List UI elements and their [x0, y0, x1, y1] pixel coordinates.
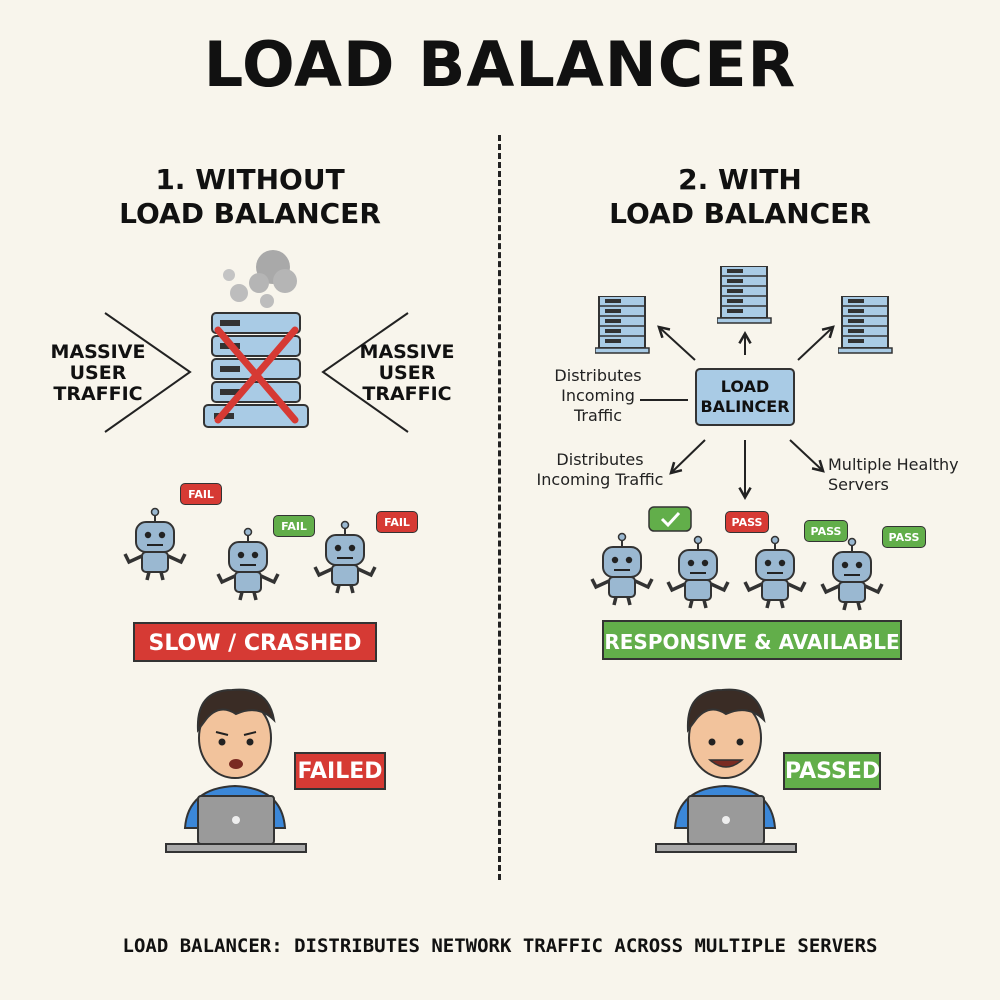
passing-robots: [590, 531, 884, 612]
distribution-arrows: [640, 325, 835, 500]
fail-bubble-1: FAIL: [180, 483, 222, 505]
label-line: Incoming: [561, 386, 635, 405]
section-divider: [498, 135, 501, 880]
label-distributes-top: Distributes Incoming Traffic: [548, 366, 648, 426]
footer-caption: LOAD BALANCER: DISTRIBUTES NETWORK TRAFF…: [122, 935, 878, 957]
label-line: Multiple Healthy: [828, 455, 959, 474]
arrow-down-left: [669, 439, 706, 475]
crashed-server-icon: [203, 312, 309, 428]
pass-bubble-2: PASS: [804, 520, 848, 542]
right-heading-line2: LOAD BALANCER: [609, 197, 871, 230]
robot-icon: [123, 506, 187, 582]
sad-user-avatar: [165, 688, 307, 853]
robot-icon: [820, 536, 884, 612]
arrow-up-left: [657, 325, 696, 361]
traffic-label-left-line2: USER: [69, 362, 127, 384]
checkmark-bubble-icon: [648, 506, 692, 532]
failed-badge: FAILED: [294, 752, 386, 790]
fail-bubble-3: FAIL: [376, 511, 418, 533]
traffic-label-right-line2: USER: [378, 362, 436, 384]
failing-robots: [123, 506, 377, 602]
label-line: Traffic: [573, 406, 623, 425]
traffic-label-left-line3: TRAFFIC: [53, 383, 143, 405]
left-heading-line1: 1. WITHOUT: [155, 163, 345, 196]
pass-bubble-3: PASS: [882, 526, 926, 548]
happy-user-avatar: [655, 688, 797, 853]
robot-icon: [216, 526, 280, 602]
robot-icon: [666, 534, 730, 610]
passed-badge: PASSED: [783, 752, 881, 790]
page-title: LOAD BALANCER: [203, 28, 797, 101]
lb-label-line1: LOAD: [720, 377, 770, 396]
traffic-arrow-left: [104, 312, 192, 433]
left-heading-line2: LOAD BALANCER: [119, 197, 381, 230]
arrow-up-right: [797, 325, 835, 361]
right-heading-line1: 2. WITH: [678, 163, 802, 196]
status-banner-slow-crashed: SLOW / CRASHED: [133, 622, 377, 662]
label-line: Distributes: [556, 450, 644, 469]
robot-icon: [590, 531, 654, 607]
arrow-down-right: [789, 439, 825, 473]
label-line: Distributes: [554, 366, 642, 385]
traffic-label-right: MASSIVE USER TRAFFIC: [357, 342, 457, 405]
pass-bubble-1: PASS: [725, 511, 769, 533]
label-line: Incoming Traffic: [536, 470, 664, 489]
traffic-label-left: MASSIVE USER TRAFFIC: [48, 342, 148, 405]
fail-bubble-2: FAIL: [273, 515, 315, 537]
traffic-label-right-line3: TRAFFIC: [362, 383, 452, 405]
robot-icon: [313, 519, 377, 595]
right-section-heading: 2. WITH LOAD BALANCER: [580, 163, 900, 231]
label-line: Servers: [828, 475, 889, 494]
robot-icon: [743, 534, 807, 610]
load-balancer-box: LOAD BALINCER: [695, 368, 795, 426]
smoke-icon: [223, 250, 297, 308]
label-healthy-servers: Multiple Healthy Servers: [828, 455, 978, 495]
status-banner-responsive: RESPONSIVE & AVAILABLE: [602, 620, 902, 660]
traffic-label-left-line1: MASSIVE: [50, 341, 146, 363]
traffic-arrow-right: [321, 312, 409, 433]
left-section-heading: 1. WITHOUT LOAD BALANCER: [90, 163, 410, 231]
lb-label-line2: BALINCER: [700, 397, 790, 416]
label-distributes-bottom: Distributes Incoming Traffic: [525, 450, 675, 490]
traffic-label-right-line1: MASSIVE: [359, 341, 455, 363]
